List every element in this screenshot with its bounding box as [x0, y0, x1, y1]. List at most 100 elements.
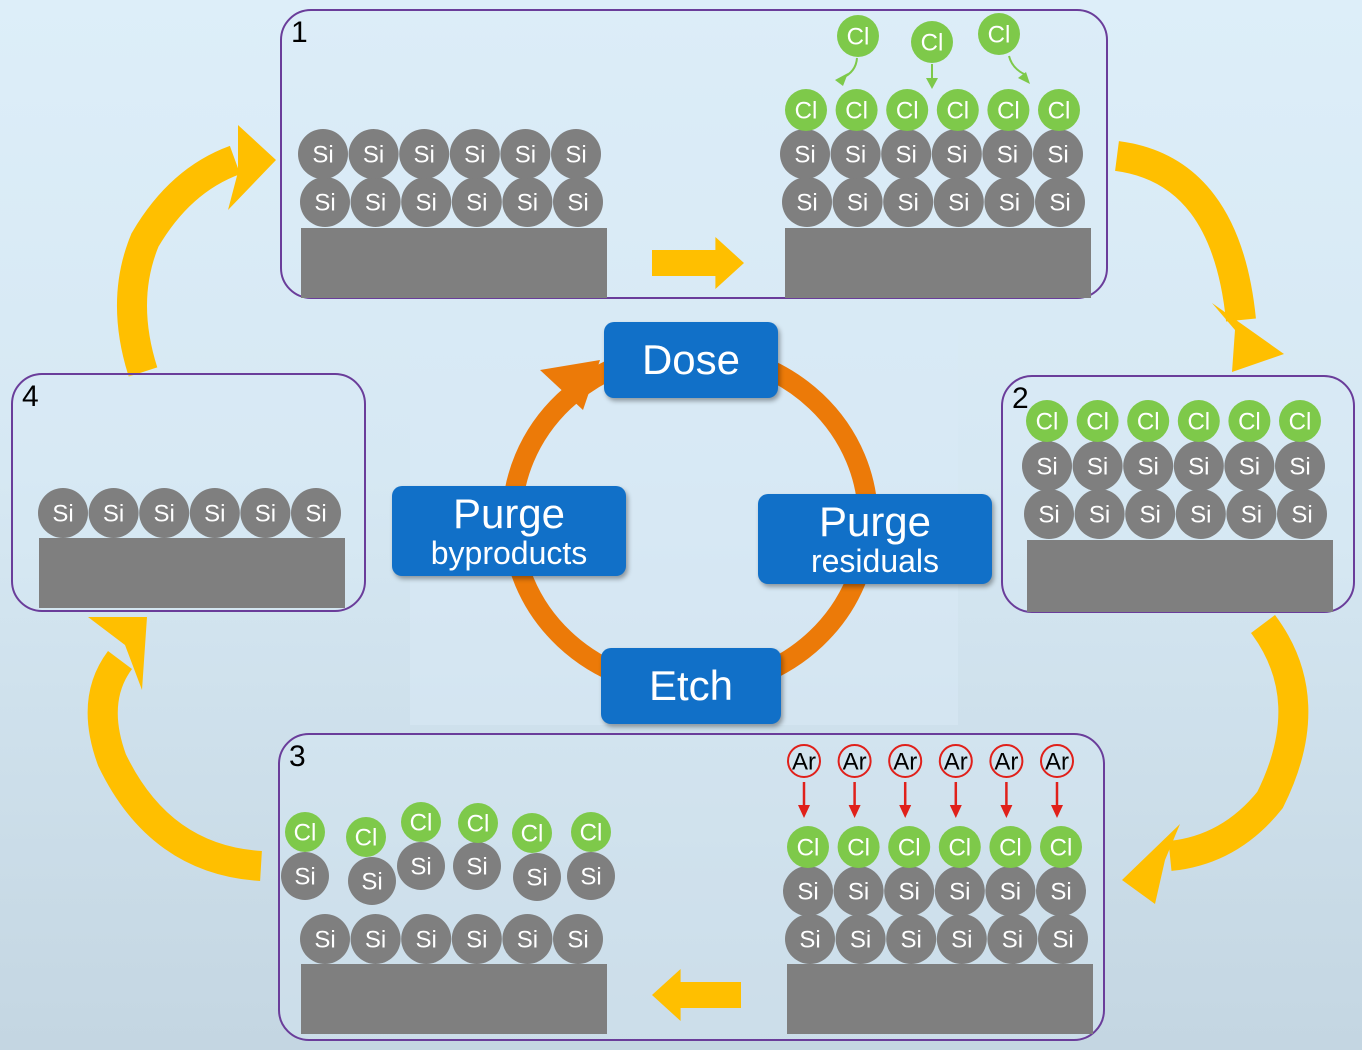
si-atom-circle: [38, 488, 88, 538]
cl-atom: Cl: [989, 826, 1032, 868]
si-atom-circle: [453, 842, 501, 890]
si-atom-circle: [350, 914, 401, 964]
si-atom-label: Si: [997, 142, 1018, 169]
si-atom: Si: [886, 914, 937, 964]
cycle-arrow-3-to-4: [87, 617, 263, 881]
cl-atom-circle: [837, 15, 879, 57]
cl-atom-label: Cl: [1036, 409, 1059, 436]
si-atom-circle: [1022, 441, 1072, 491]
substrate-block: [301, 228, 607, 298]
si-atom-circle: [553, 177, 603, 227]
cl-atom-circle: [1228, 400, 1271, 442]
si-atom: Si: [291, 488, 341, 538]
cl-atom-label: Cl: [355, 825, 378, 852]
si-atom-label: Si: [799, 927, 820, 954]
cl-atom-circle: [1040, 826, 1082, 868]
cl-atom-circle: [978, 13, 1020, 55]
si-atom-label: Si: [845, 142, 866, 169]
si-atom-circle: [502, 177, 553, 227]
si-atom-circle: [785, 914, 835, 964]
si-atom: Si: [401, 177, 452, 227]
si-atom-circle: [1024, 489, 1074, 539]
si-atom-circle: [291, 488, 341, 538]
si-atom-label: Si: [796, 190, 817, 217]
si-atom-label: Si: [1140, 502, 1161, 529]
si-atom: Si: [1224, 441, 1275, 491]
si-atom: Si: [987, 914, 1038, 964]
si-atom-label: Si: [517, 927, 538, 954]
si-atom-circle: [782, 177, 832, 227]
step-dose: Dose: [604, 322, 778, 398]
cycle-arrow-head: [1212, 303, 1284, 372]
si-atom-circle: [551, 129, 601, 179]
ar-atom: Ar: [787, 744, 821, 778]
cl-atom-circle: [512, 813, 552, 853]
si-atom: Si: [453, 842, 501, 890]
si-atom-label: Si: [794, 142, 815, 169]
cl-arrowhead: [926, 78, 938, 89]
si-atom-label: Si: [949, 879, 970, 906]
si-atom-circle: [567, 852, 615, 900]
si-atom: Si: [884, 866, 935, 916]
si-atom-circle: [783, 866, 833, 916]
cl-atom-label: Cl: [410, 810, 433, 837]
step-etch-label: Etch: [648, 662, 734, 709]
si-atom-label: Si: [204, 501, 225, 528]
si-atom-circle: [1175, 489, 1226, 539]
si-atom-circle: [449, 129, 500, 179]
si-atom: Si: [350, 914, 401, 964]
cl-atom: Cl: [346, 817, 386, 857]
si-atom-circle: [883, 177, 934, 227]
si-atom-circle: [139, 488, 190, 538]
cl-atom: Cl: [1076, 400, 1119, 442]
ar-ion-arrowhead: [1000, 805, 1013, 818]
cl-atom: Cl: [785, 89, 827, 131]
cl-atom-label: Cl: [845, 98, 868, 125]
si-atom-circle: [1226, 489, 1277, 539]
si-atom-label: Si: [365, 190, 386, 217]
cl-atom-circle: [346, 817, 386, 857]
si-atom-circle: [348, 857, 396, 905]
cl-atom-label: Cl: [946, 98, 969, 125]
si-atom: Si: [300, 914, 350, 964]
si-atom-circle: [300, 914, 350, 964]
ar-atom-outline: [938, 744, 973, 778]
si-atom-label: Si: [567, 190, 588, 217]
si-atom-circle: [189, 488, 240, 538]
cl-atom: Cl: [936, 89, 979, 131]
panel-number: 3: [289, 740, 306, 773]
cl-atom-label: Cl: [795, 98, 818, 125]
si-atom-label: Si: [1087, 454, 1108, 481]
si-atom: Si: [1038, 914, 1088, 964]
si-atom-circle: [833, 866, 884, 916]
cl-atom-label: Cl: [847, 835, 870, 862]
si-atom: Si: [1024, 489, 1074, 539]
si-atom-label: Si: [1052, 927, 1073, 954]
si-atom: Si: [553, 177, 603, 227]
si-atom-label: Si: [314, 927, 335, 954]
panel-border: [280, 9, 1108, 299]
si-atom: Si: [1226, 489, 1277, 539]
si-atom-circle: [401, 177, 452, 227]
si-atom-label: Si: [466, 854, 487, 881]
substrate-block: [1027, 540, 1333, 612]
substrate-block: [301, 964, 607, 1034]
cl-atom-circle: [458, 803, 498, 843]
si-atom-circle: [933, 177, 984, 227]
si-atom-circle: [936, 914, 987, 964]
si-atom-label: Si: [103, 501, 124, 528]
ar-atom-label: Ar: [792, 749, 816, 776]
si-atom: Si: [88, 488, 139, 538]
si-atom-label: Si: [567, 927, 588, 954]
cl-atom: Cl: [938, 826, 981, 868]
cl-atom-label: Cl: [1050, 835, 1073, 862]
cl-atom-circle: [571, 812, 611, 852]
step-purge-residuals-sub: residuals: [810, 543, 940, 579]
ar-atom: Ar: [989, 744, 1024, 778]
cl-arrowhead: [835, 73, 848, 86]
cl-atom: Cl: [571, 812, 611, 852]
si-atom: Si: [502, 177, 553, 227]
cl-atom-label: Cl: [1187, 409, 1210, 436]
